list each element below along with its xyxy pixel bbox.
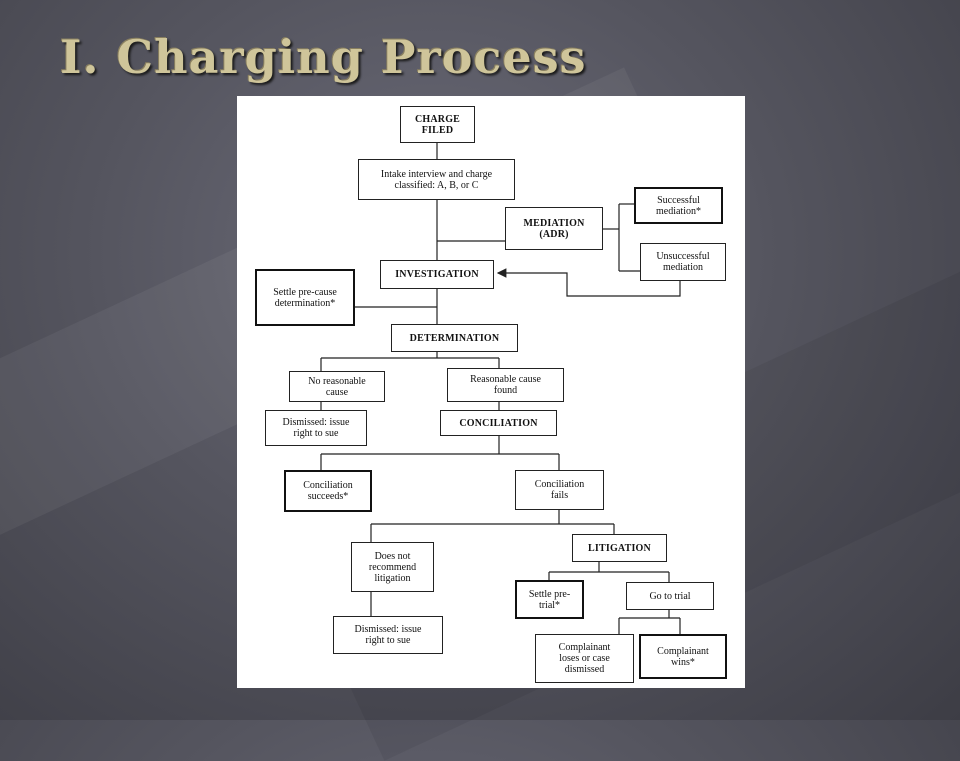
node-complainant-wins: Complainant wins* [639,634,727,679]
node-successful-mediation: Successful mediation* [634,187,723,224]
node-intake: Intake interview and charge classified: … [358,159,515,200]
node-complainant-loses: Complainant loses or case dismissed [535,634,634,683]
node-litigation: LITIGATION [572,534,667,562]
node-unsuccessful-mediation: Unsuccessful mediation [640,243,726,281]
node-no-reasonable-cause: No reasonable cause [289,371,385,402]
node-determination: DETERMINATION [391,324,518,352]
node-reasonable-cause: Reasonable cause found [447,368,564,402]
node-go-to-trial: Go to trial [626,582,714,610]
node-mediation: MEDIATION (ADR) [505,207,603,250]
flowchart-connectors [320,143,681,634]
node-dismissed-right-to-sue: Dismissed: issue right to sue [265,410,367,446]
node-conciliation: CONCILIATION [440,410,557,436]
connector-arrow [496,268,681,297]
slide-title: I. Charging Process [60,30,587,84]
node-settle-pre-trial: Settle pre- trial* [515,580,584,619]
node-settle-pre-cause: Settle pre-cause determination* [255,269,355,326]
node-investigation: INVESTIGATION [380,260,494,289]
flowchart-panel: CHARGE FILED Intake interview and charge… [237,96,745,688]
node-charge-filed: CHARGE FILED [400,106,475,143]
node-does-not-recommend: Does not recommend litigation [351,542,434,592]
node-dismissed-right-to-sue-2: Dismissed: issue right to sue [333,616,443,654]
node-conciliation-fails: Conciliation fails [515,470,604,510]
node-conciliation-succeeds: Conciliation succeeds* [284,470,372,512]
